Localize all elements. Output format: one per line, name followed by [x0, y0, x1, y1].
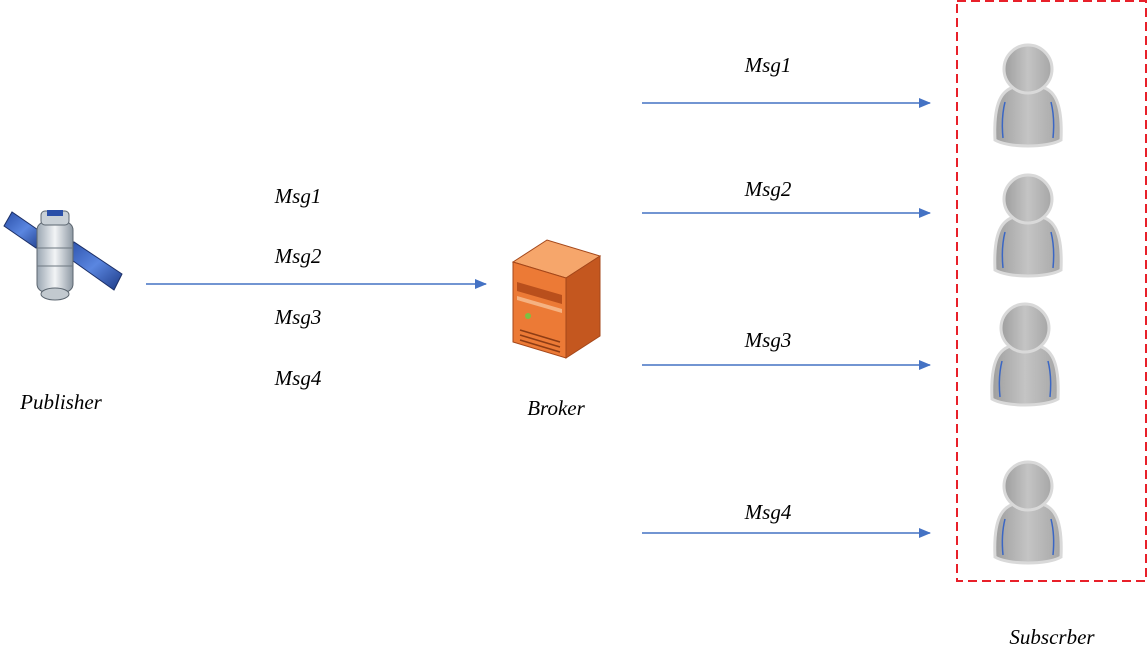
broker-label: Broker: [527, 396, 585, 420]
server-icon: [511, 239, 602, 359]
inbound-msg3-label: Msg3: [274, 305, 322, 329]
subscriber-label: Subscrber: [1009, 625, 1095, 649]
outbound-msg3-label: Msg3: [744, 328, 792, 352]
user-icon: [993, 173, 1063, 278]
user-icon: [990, 302, 1060, 407]
user-icon: [993, 460, 1063, 565]
inbound-msg1-label: Msg1: [274, 184, 322, 208]
outbound-msg1-label: Msg1: [744, 53, 792, 77]
subscriber-group-box: [956, 0, 1147, 582]
satellite-icon: [3, 210, 123, 301]
inbound-msg2-label: Msg2: [274, 244, 322, 268]
user-icon: [993, 43, 1063, 148]
publisher-label: Publisher: [19, 390, 102, 414]
outbound-msg2-label: Msg2: [744, 177, 792, 201]
inbound-msg4-label: Msg4: [274, 366, 322, 390]
outbound-msg4-label: Msg4: [744, 500, 792, 524]
